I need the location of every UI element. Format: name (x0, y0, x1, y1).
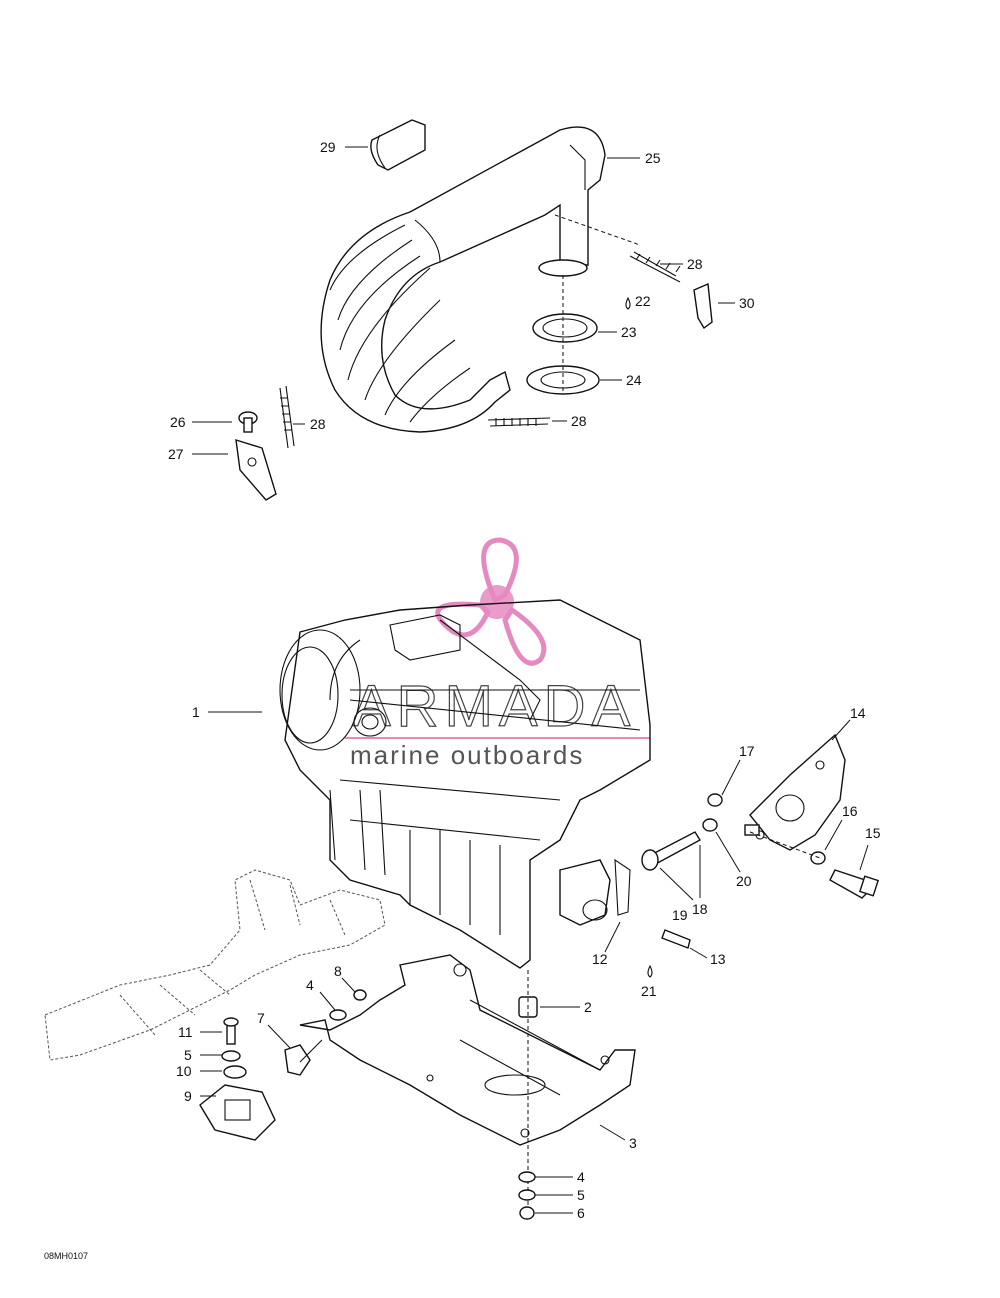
callout-4-bottom: 4 (577, 1169, 585, 1185)
spring-28-left (279, 385, 295, 449)
callout-10: 10 (176, 1063, 192, 1079)
watermark: ARMADA marine outboards (345, 537, 650, 770)
rubber-mount-7 (284, 1044, 311, 1076)
callout-14: 14 (850, 705, 866, 721)
callout-25: 25 (645, 150, 661, 166)
callout-30: 30 (739, 295, 755, 311)
callout-6: 6 (577, 1205, 585, 1221)
callout-28-left: 28 (310, 416, 326, 432)
bracket-27 (235, 439, 277, 501)
callout-labels: 1 2 3 4 4 5 5 6 7 8 9 10 11 12 13 14 15 … (168, 139, 881, 1221)
callout-23: 23 (621, 324, 637, 340)
callout-29: 29 (320, 139, 336, 155)
right-side-hardware (641, 733, 880, 978)
callout-17: 17 (739, 743, 755, 759)
callout-19: 19 (672, 907, 688, 923)
callout-27: 27 (168, 446, 184, 462)
sealant-drop-21-icon (647, 964, 653, 978)
callout-24: 24 (626, 372, 642, 388)
leader-lines (192, 146, 869, 1214)
callout-4-left: 4 (306, 977, 314, 993)
washer-4-left (329, 1009, 347, 1021)
bracket-9 (199, 1084, 276, 1141)
exhaust-sleeve (370, 119, 426, 171)
exhaust-pipe-assembly (235, 119, 713, 501)
nut-6 (519, 1206, 535, 1220)
gasket-ring-23 (532, 313, 598, 343)
callout-2: 2 (584, 999, 592, 1015)
drawing-code: 08MH0107 (44, 1251, 88, 1261)
callout-15: 15 (865, 825, 881, 841)
callout-28-top: 28 (687, 256, 703, 272)
bracket-30 (693, 282, 713, 330)
washer-5 (518, 1189, 536, 1201)
callout-5-bottom: 5 (577, 1187, 585, 1203)
sealant-drop-icon (625, 296, 631, 310)
callout-9: 9 (184, 1088, 192, 1104)
spring-28-mid (487, 417, 551, 427)
callout-12: 12 (592, 951, 608, 967)
watermark-tagline: marine outboards (350, 740, 584, 770)
exhaust-pipe (320, 126, 606, 433)
bolt-13 (661, 929, 691, 949)
spring-28-top (629, 251, 681, 283)
callout-21: 21 (641, 983, 657, 999)
callout-28-mid: 28 (571, 413, 587, 429)
callout-8: 8 (334, 963, 342, 979)
nut-8 (353, 989, 367, 1001)
callout-18: 18 (692, 901, 708, 917)
callout-5-left: 5 (184, 1047, 192, 1063)
callout-7: 7 (257, 1010, 265, 1026)
watermark-brand: ARMADA (352, 674, 636, 739)
washer-5-left (221, 1050, 241, 1062)
washer-20 (702, 818, 718, 832)
callout-26: 26 (170, 414, 186, 430)
callout-20: 20 (736, 873, 752, 889)
engine-support-assembly (44, 869, 636, 1220)
nut-17 (707, 793, 723, 807)
washer-4 (518, 1171, 536, 1183)
washer-10 (223, 1065, 247, 1079)
washer-16 (810, 851, 826, 865)
callout-22: 22 (635, 293, 651, 309)
engine-block (284, 599, 651, 969)
mounting-bracket-14 (749, 733, 846, 851)
callout-11: 11 (178, 1024, 193, 1040)
engine-assembly (279, 599, 651, 969)
callout-3: 3 (629, 1135, 637, 1151)
sleeve-19 (641, 849, 659, 871)
callout-16: 16 (842, 803, 858, 819)
engine-support-plate (299, 954, 636, 1146)
callout-1: 1 (192, 704, 200, 720)
callout-13: 13 (710, 951, 726, 967)
propeller-icon (435, 537, 547, 666)
